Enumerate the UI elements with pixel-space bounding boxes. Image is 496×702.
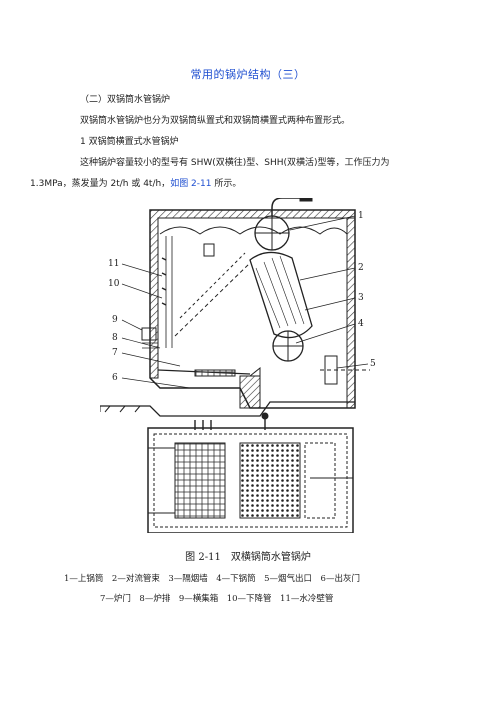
- furnace-wall-hatch: [149, 209, 356, 379]
- callout-leaders: [121, 215, 369, 389]
- water-wall-tubes: [165, 236, 173, 348]
- body-line-2-a: 1.3MPa，蒸发量为 2t/h 或 4t/h，: [30, 179, 171, 189]
- grate-plan: [174, 442, 226, 519]
- callout-3: 3: [358, 293, 364, 303]
- subheading: 1 双锅筒横置式水管锅炉: [80, 137, 179, 147]
- body-line-2-b: 所示。: [211, 179, 242, 189]
- furnace-arch: [159, 226, 348, 235]
- figure-reference-link[interactable]: 如图 2-11: [170, 179, 212, 189]
- tube-bank-plan: [239, 442, 301, 519]
- callout-6: 6: [112, 373, 118, 383]
- boiler-diagram: 1 2 3 4 5 6 7 8 9 10 11: [99, 194, 376, 534]
- steam-valve: [299, 194, 313, 202]
- callout-7: 7: [112, 348, 118, 358]
- body-line-2: 1.3MPa，蒸发量为 2t/h 或 4t/h，如图 2-11 所示。: [30, 178, 241, 190]
- intro-paragraph: 双锅筒水管锅炉也分为双锅筒纵置式和双锅筒横置式两种布置形式。: [80, 116, 351, 126]
- right-wall-hatch: [346, 217, 356, 409]
- figure-caption: 图 2-11 双横锅筒水管锅炉: [185, 552, 311, 563]
- boiler-figure: 1 2 3 4 5 6 7 8 9 10 11: [99, 194, 400, 534]
- page-title: 常用的锅炉结构（三）: [190, 68, 306, 81]
- ground-line: [100, 401, 355, 417]
- steam-pipe: [271, 197, 300, 216]
- callout-5: 5: [370, 359, 376, 369]
- callout-8: 8: [112, 333, 118, 343]
- callout-1: 1: [358, 211, 364, 221]
- elevation-view: [99, 194, 370, 417]
- callout-10: 10: [108, 279, 120, 289]
- callout-4: 4: [358, 319, 364, 329]
- ash-hopper: [239, 375, 261, 409]
- header: [141, 327, 157, 341]
- body-line-1: 这种锅炉容量较小的型号有 SHW(双横往)型、SHH(双横活)型等，工作压力为: [80, 158, 390, 168]
- section-heading: （二）双锅筒水管锅炉: [80, 95, 171, 105]
- callout-9: 9: [112, 315, 118, 325]
- callout-11: 11: [108, 259, 119, 269]
- callout-2: 2: [358, 263, 364, 273]
- plan-view: [147, 412, 354, 534]
- convection-bank: [249, 251, 313, 339]
- figure-legend-line-1: 1—上锅筒 2—对流管束 3—隔烟墙 4—下锅筒 5—烟气出口 6—出灰门: [64, 574, 360, 584]
- figure-legend-line-2: 7—炉门 8—炉排 9—横集箱 10—下降管 11—水冷壁管: [100, 594, 334, 604]
